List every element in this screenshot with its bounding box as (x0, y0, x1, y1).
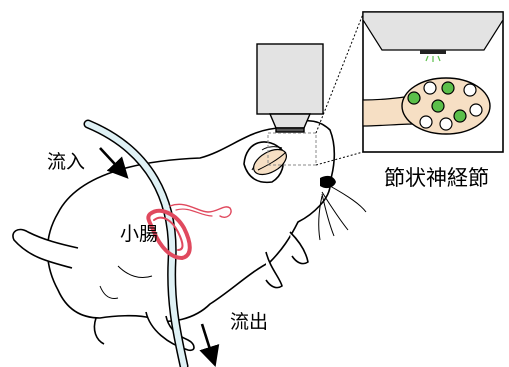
nodose-ganglion-label: 節状神経節 (384, 168, 489, 189)
nose (320, 176, 336, 188)
neuron-active (442, 82, 454, 94)
neuron-active (408, 92, 420, 104)
inset-panel (363, 12, 503, 152)
inset-objective (363, 12, 503, 50)
neuron-inactive (440, 118, 452, 130)
front-leg (290, 232, 308, 264)
objective-body (257, 44, 323, 114)
neuron-inactive (464, 84, 476, 96)
neuron-inactive (420, 116, 432, 128)
neuron-active (432, 100, 444, 112)
inflow-arrow (100, 148, 125, 175)
outflow-arrow (202, 324, 214, 362)
outflow-label: 流出 (230, 313, 268, 332)
tail-stub (94, 318, 104, 344)
microscope-objective (257, 44, 323, 132)
small-intestine-label: 小腸 (120, 225, 158, 244)
inflow-label: 流入 (47, 153, 85, 172)
neuron-active (454, 110, 466, 122)
neuron-inactive (424, 82, 436, 94)
neuron-inactive (470, 104, 482, 116)
